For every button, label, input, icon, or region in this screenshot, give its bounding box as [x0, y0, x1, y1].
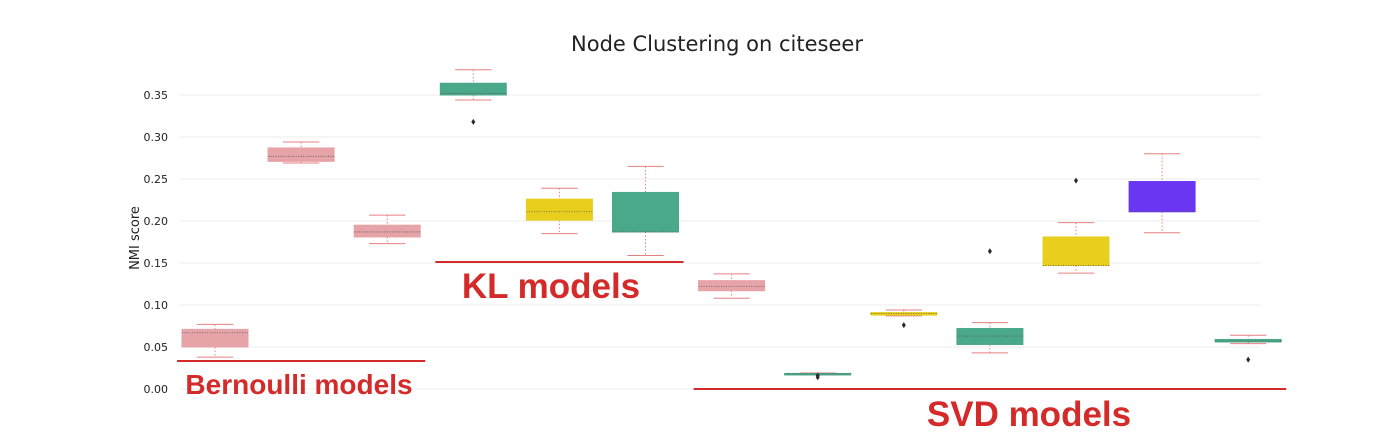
box: [1128, 181, 1196, 213]
box-plot: [612, 165, 679, 256]
box: [439, 82, 507, 96]
y-tick-label: 0.15: [144, 257, 169, 270]
y-tick-label: 0.20: [144, 215, 169, 228]
box: [956, 328, 1024, 345]
box: [612, 191, 679, 233]
box-plot: [956, 248, 1024, 354]
box: [1214, 338, 1282, 343]
outlier-point: [901, 322, 906, 329]
y-tick-label: 0.10: [144, 299, 169, 312]
y-tick-label: 0.00: [144, 383, 169, 396]
box-plot: [353, 214, 421, 245]
box: [353, 224, 421, 238]
y-tick-label: 0.30: [144, 131, 169, 144]
annotation-label: KL models: [462, 267, 640, 306]
outlier-point: [1074, 177, 1078, 184]
outlier-point: [987, 248, 992, 255]
chart-title: Node Clustering on citeseer: [571, 32, 863, 56]
y-axis-label: NMI score: [128, 206, 143, 270]
box-plots: [181, 69, 1282, 381]
box-plot: [1042, 177, 1110, 274]
gridlines: [180, 94, 1260, 390]
annotation-label: Bernoulli models: [185, 369, 412, 400]
box: [698, 280, 766, 292]
box-plot: [525, 187, 593, 235]
box: [181, 328, 249, 348]
box: [525, 198, 593, 221]
box-plot: [870, 309, 938, 329]
y-axis-ticks: 0.00 0.05 0.10 0.15 0.20 0.25 0.30 0.35: [144, 89, 169, 396]
outlier-point: [1246, 356, 1251, 363]
box: [267, 147, 335, 162]
y-tick-label: 0.05: [144, 341, 169, 354]
y-tick-label: 0.35: [144, 89, 169, 102]
y-tick-label: 0.25: [144, 173, 169, 186]
outlier-point: [471, 118, 476, 125]
box-plot: [784, 372, 852, 381]
box-plot: [267, 141, 335, 164]
box-plot: [181, 323, 249, 358]
box: [1042, 236, 1110, 267]
annotation-label: SVD models: [927, 395, 1131, 434]
outlier-point: [815, 372, 820, 379]
box-plot: [1214, 334, 1282, 363]
box: [870, 312, 938, 316]
box-plot: [1128, 153, 1196, 234]
box-plot: [439, 69, 507, 125]
box-plot: [698, 273, 766, 299]
